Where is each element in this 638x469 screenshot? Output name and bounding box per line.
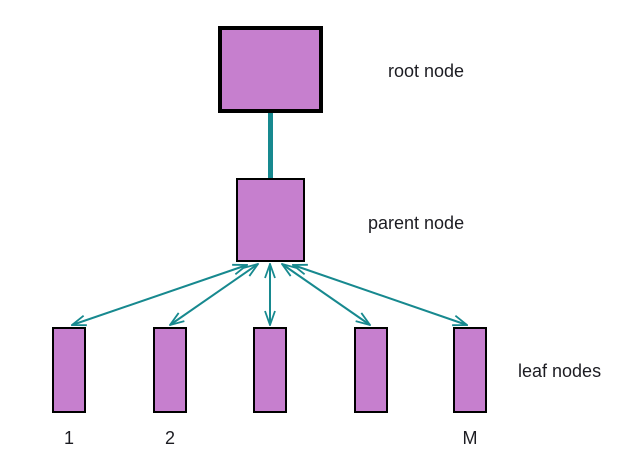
leaf-node-2 [153,327,187,413]
parent-node [236,178,305,262]
leaf-caption-1: 1 [63,428,74,448]
root-node [218,26,323,113]
bidirectional-arrow-leaf-1 [72,265,247,325]
bidirectional-arrow-leaf-2 [170,264,258,325]
parent-node-label: parent node [368,213,465,233]
leaf-node-5 [453,327,487,413]
bidirectional-arrow-leaf-4 [282,264,370,325]
root-node-label: root node [388,61,465,81]
leaf-node-4 [354,327,388,413]
leaf-node-1 [52,327,86,413]
leaf-caption-5: M [462,428,478,448]
leaf-nodes-label: leaf nodes [518,361,602,381]
leaf-node-3 [253,327,287,413]
parent-leaf-arrows [72,264,467,325]
leaf-caption-2: 2 [164,428,175,448]
bidirectional-arrow-leaf-5 [293,265,467,325]
